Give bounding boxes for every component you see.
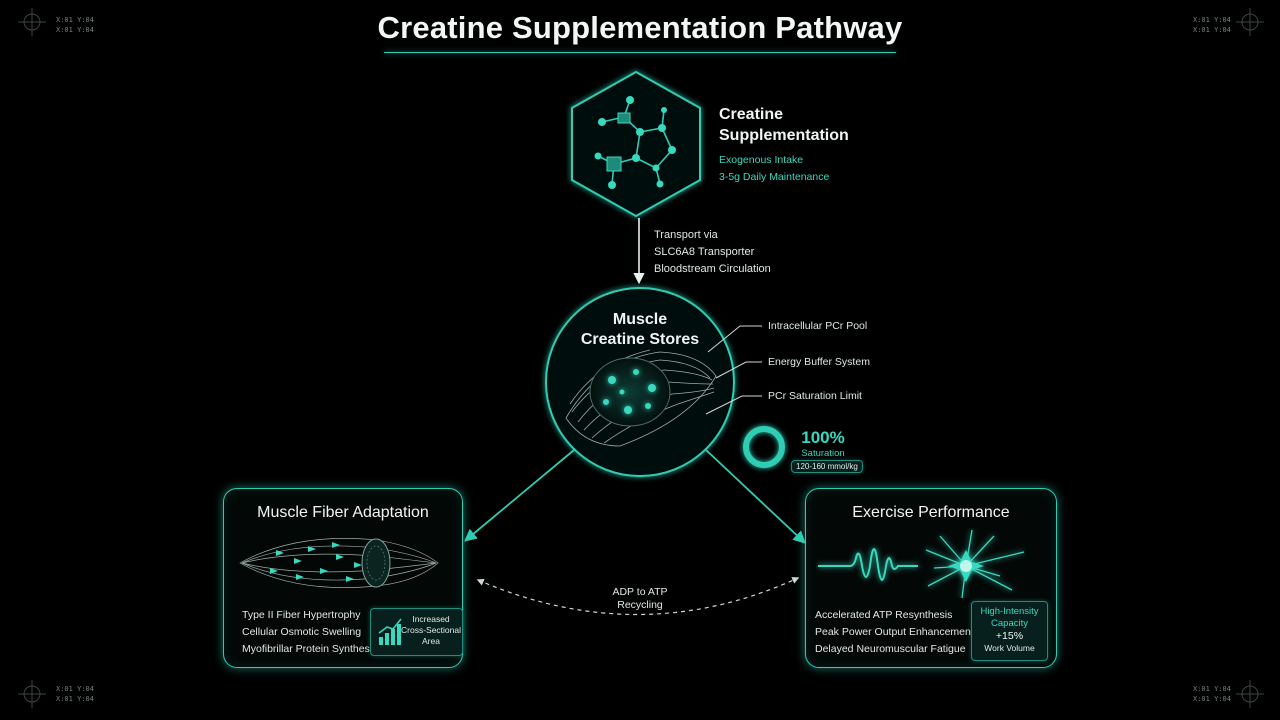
performance-item: Accelerated ATP Resynthesis bbox=[815, 609, 953, 621]
recycling-label: ADP to ATP Recycling bbox=[612, 586, 668, 611]
saturation-value: 100% bbox=[801, 428, 845, 447]
callout-pcr-pool: Intracellular PCr Pool bbox=[768, 320, 868, 332]
fiber-item: Cellular Osmotic Swelling bbox=[242, 626, 362, 638]
performance-panel-title: Exercise Performance bbox=[852, 504, 1010, 521]
performance-visual bbox=[818, 529, 1025, 598]
supplementation-title: Creatine Supplementation bbox=[719, 106, 849, 144]
fiber-badge: Increased Cross-Sectional Area bbox=[370, 608, 463, 656]
power-wave-icon bbox=[818, 548, 918, 581]
stores-title: Muscle Creatine Stores bbox=[580, 311, 700, 348]
growth-chart-icon bbox=[378, 618, 402, 645]
molecule-atoms bbox=[594, 96, 676, 189]
fiber-item: Type II Fiber Hypertrophy bbox=[242, 609, 361, 621]
fiber-items-list: Type II Fiber Hypertrophy Cellular Osmot… bbox=[242, 607, 377, 658]
stores-callout-lines bbox=[705, 325, 762, 415]
fiber-item: Myofibrillar Protein Synthesis bbox=[242, 643, 378, 655]
arrow-stores-to-performance bbox=[705, 449, 806, 544]
performance-badge-value: +15% bbox=[995, 630, 1024, 642]
fiber-panel-title: Muscle Fiber Adaptation bbox=[257, 504, 429, 521]
transport-label: Transport via SLC6A8 Transporter Bloodst… bbox=[654, 229, 771, 275]
corner-crosshair-top-left-icon bbox=[18, 8, 46, 36]
performance-badge: High-Intensity Capacity +15% Work Volume bbox=[971, 601, 1048, 661]
muscle-fiber-icon bbox=[239, 538, 439, 588]
performance-item: Peak Power Output Enhancement bbox=[815, 626, 974, 638]
saturation-label: Saturation bbox=[801, 448, 845, 459]
callout-saturation-limit: PCr Saturation Limit bbox=[768, 390, 862, 402]
corner-crosshair-bottom-left-icon bbox=[18, 680, 46, 708]
supplementation-subtitle: Exogenous Intake 3-5g Daily Maintenance bbox=[719, 154, 830, 183]
supplementation-hexagon bbox=[571, 70, 701, 218]
saturation-readout: 100% Saturation bbox=[790, 428, 856, 460]
muscle-cell-icon bbox=[589, 357, 671, 427]
performance-items-list: Accelerated ATP Resynthesis Peak Power O… bbox=[815, 607, 974, 658]
creatine-particles bbox=[603, 369, 656, 414]
corner-crosshair-bottom-right-icon bbox=[1236, 680, 1264, 708]
saturation-ring-fill bbox=[743, 426, 785, 468]
arrow-stores-to-fiber bbox=[464, 449, 575, 542]
corner-crosshair-top-right-icon bbox=[1236, 8, 1264, 36]
saturation-range-badge: 120-160 mmol/kg bbox=[791, 460, 863, 473]
callout-energy-buffer: Energy Buffer System bbox=[768, 356, 870, 368]
page-title: Creatine Supplementation Pathway bbox=[377, 10, 903, 45]
title-underline bbox=[384, 52, 896, 53]
supplementation-label: Creatine Supplementation Exogenous Intak… bbox=[719, 104, 849, 186]
performance-item: Delayed Neuromuscular Fatigue bbox=[815, 643, 966, 655]
